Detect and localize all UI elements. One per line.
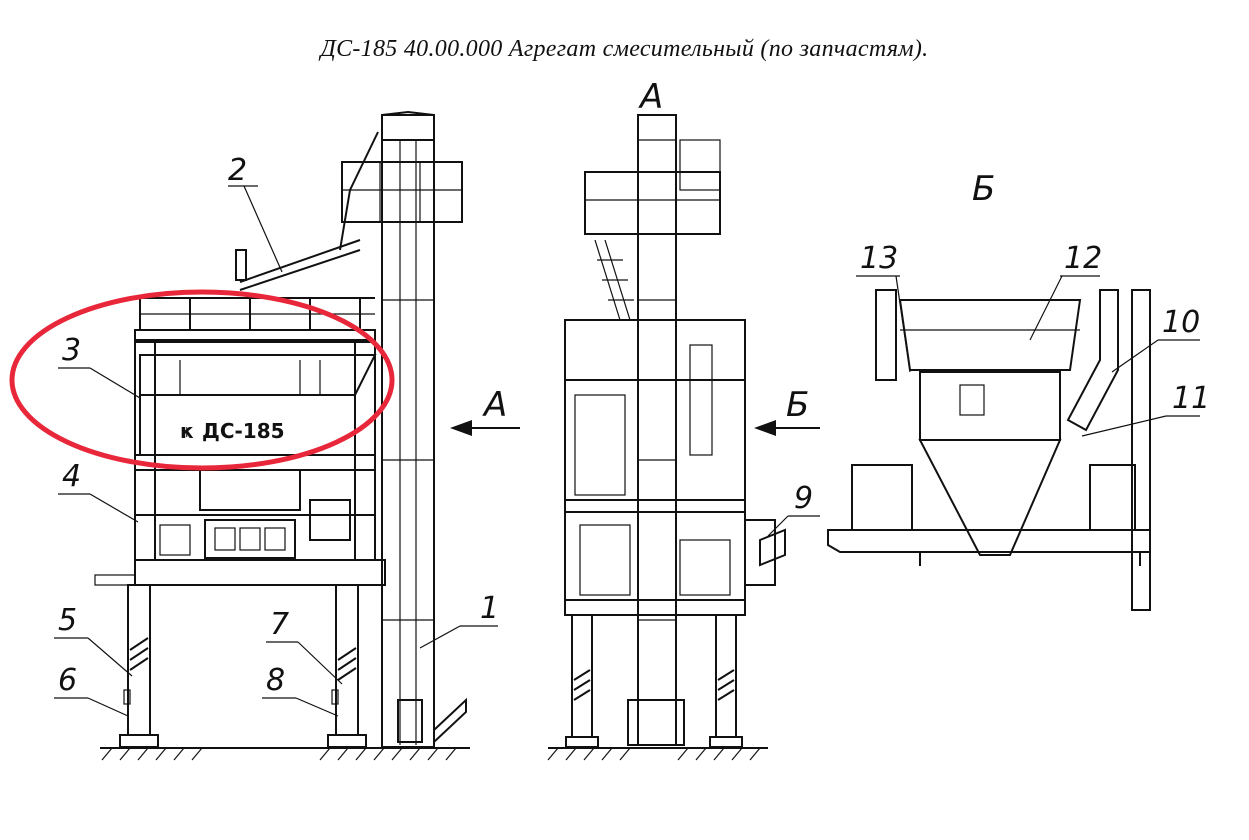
highlight-ellipse bbox=[9, 289, 395, 471]
view-arrow-a: А bbox=[450, 385, 520, 436]
inclined-conveyor bbox=[235, 131, 463, 291]
arrow-a-label: А bbox=[482, 385, 507, 425]
view-b-heading: Б bbox=[972, 169, 995, 209]
view-b: Б 13 12 10 11 bbox=[827, 169, 1210, 611]
elevator-middle bbox=[627, 114, 685, 746]
view-arrow-b: Б bbox=[754, 385, 820, 436]
ground-left bbox=[100, 747, 470, 761]
upper-structure-middle bbox=[584, 139, 721, 321]
drawing-title: ДС-185 40.00.000 Агрегат смесительный (п… bbox=[320, 36, 929, 62]
callout-11: 11 bbox=[1172, 381, 1210, 416]
callout-12: 12 bbox=[1064, 241, 1102, 276]
frame-middle bbox=[564, 319, 746, 616]
callouts-right: 13 12 10 11 bbox=[856, 241, 1210, 437]
callout-3: 3 bbox=[62, 333, 81, 368]
legs-middle bbox=[565, 614, 743, 748]
callout-1: 1 bbox=[480, 591, 499, 626]
brand-logo: ҝ bbox=[180, 419, 194, 443]
base-frame-right bbox=[827, 289, 1151, 611]
mixer-unit bbox=[159, 469, 351, 559]
discharge-pipe-right bbox=[1066, 289, 1119, 432]
arrow-b-label: Б bbox=[786, 385, 809, 425]
callout-7: 7 bbox=[270, 607, 289, 642]
callout-9-group: 9 bbox=[767, 481, 820, 537]
callout-13: 13 bbox=[860, 241, 898, 276]
front-view: ДС-185 ҝ bbox=[9, 110, 520, 761]
bucket-elevator bbox=[381, 110, 467, 748]
callout-10: 10 bbox=[1162, 305, 1200, 340]
callout-9: 9 bbox=[794, 481, 813, 516]
callout-4: 4 bbox=[62, 459, 81, 494]
callout-6: 6 bbox=[58, 663, 77, 698]
callout-2: 2 bbox=[228, 153, 247, 188]
ground-middle bbox=[547, 747, 768, 761]
mixer-hopper-right bbox=[875, 289, 1082, 556]
callouts-front: 2 3 4 5 6 7 8 1 bbox=[54, 153, 499, 717]
support-legs-left bbox=[119, 584, 367, 748]
bin-hopper: ДС-185 ҝ bbox=[139, 354, 377, 456]
view-a: А bbox=[547, 77, 820, 761]
view-a-heading: А bbox=[638, 77, 663, 117]
callout-8: 8 bbox=[266, 663, 285, 698]
callout-5: 5 bbox=[58, 603, 77, 638]
brand-label: ДС-185 bbox=[202, 419, 285, 443]
side-chute-9 bbox=[744, 519, 786, 586]
